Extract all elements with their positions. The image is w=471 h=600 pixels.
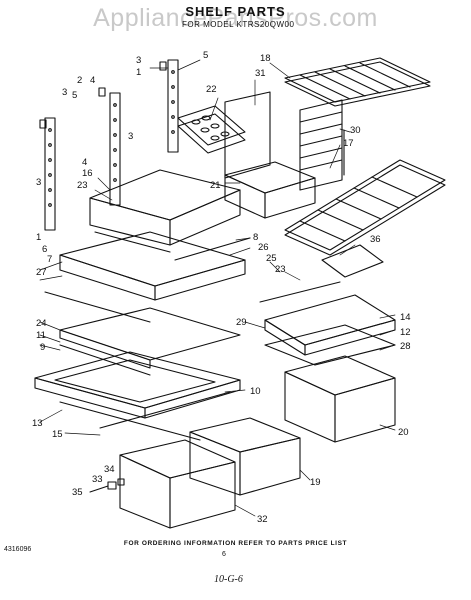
callout-15: 15 — [52, 429, 63, 440]
callout-2: 2 — [77, 75, 82, 86]
callout-16: 16 — [82, 168, 93, 179]
callout-5b: 5 — [72, 90, 77, 101]
wire-shelf-top — [284, 57, 431, 107]
callout-27: 27 — [36, 267, 47, 278]
callout-6: 6 — [42, 244, 47, 255]
callout-3b: 3 — [62, 87, 67, 98]
callout-21: 21 — [210, 180, 221, 191]
callout-24: 24 — [36, 318, 47, 329]
callout-4: 4 — [90, 75, 95, 86]
callout-3d: 3 — [36, 177, 41, 188]
shelf-frame — [59, 307, 241, 376]
right-crisper — [264, 324, 396, 443]
leader-lines — [39, 59, 396, 517]
callout-10: 10 — [250, 386, 261, 397]
callout-18: 18 — [260, 53, 271, 64]
glass-shelf-middle — [44, 231, 251, 323]
callout-26: 26 — [258, 242, 269, 253]
wire-shelf-bottom — [284, 99, 446, 256]
callout-4b: 4 — [82, 157, 87, 168]
callout-14: 14 — [400, 312, 411, 323]
model-subtitle: FOR MODEL KTRS20QW00 — [182, 20, 295, 29]
ordering-note: FOR ORDERING INFORMATION REFER TO PARTS … — [123, 540, 348, 547]
callout-12: 12 — [400, 327, 411, 338]
callout-13: 13 — [32, 418, 43, 429]
document-code: 4316096 — [4, 546, 32, 553]
left-rails — [39, 59, 179, 231]
callout-34: 34 — [104, 464, 115, 475]
callout-30: 30 — [350, 125, 361, 136]
callout-11: 11 — [36, 330, 46, 341]
page-number: 6 — [222, 551, 226, 558]
callout-5: 5 — [203, 50, 208, 61]
callout-35: 35 — [72, 487, 83, 498]
callout-28: 28 — [400, 341, 411, 352]
watermark: AppliancePartsPros.com — [93, 4, 378, 32]
callout-1: 1 — [136, 67, 141, 78]
callout-3c: 3 — [128, 131, 133, 142]
callout-29: 29 — [236, 317, 247, 328]
crisper-cover-frame — [34, 351, 241, 441]
callout-7: 7 — [47, 254, 52, 265]
callout-32: 32 — [257, 514, 268, 525]
callout-23: 23 — [77, 180, 88, 191]
callout-17: 17 — [343, 138, 354, 149]
right-shelf — [259, 281, 396, 356]
glass-shelf-upper — [89, 169, 241, 253]
egg-tray — [177, 105, 246, 154]
callout-22: 22 — [206, 84, 217, 95]
handwritten-note: 10-G-6 — [214, 574, 243, 585]
callout-23b: 23 — [275, 264, 286, 275]
callout-25: 25 — [266, 253, 277, 264]
callout-31: 31 — [255, 68, 266, 79]
callout-3: 3 — [136, 55, 141, 66]
page-title: SHELF PARTS — [185, 4, 286, 19]
callout-33: 33 — [92, 474, 103, 485]
callout-19: 19 — [310, 477, 321, 488]
callout-36: 36 — [370, 234, 381, 245]
crisper-drawers — [119, 417, 301, 529]
callout-1b: 1 — [36, 232, 41, 243]
callout-20: 20 — [398, 427, 409, 438]
callout-9: 9 — [40, 342, 45, 353]
callout-8: 8 — [253, 232, 258, 243]
meat-drawer — [224, 91, 316, 219]
hardware-screws — [89, 478, 125, 493]
